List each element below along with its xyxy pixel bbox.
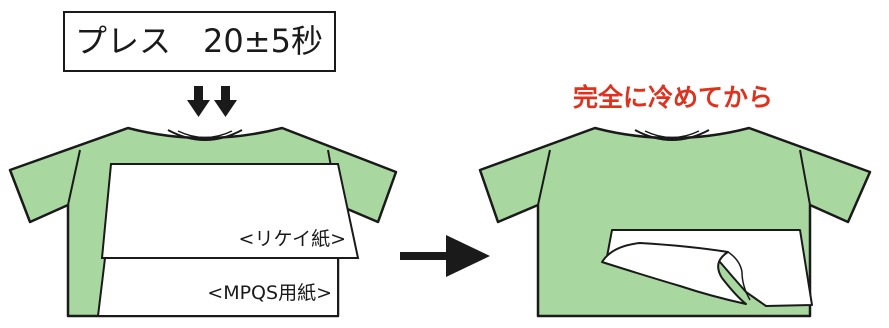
tshirt-right-body — [478, 126, 872, 318]
tshirt-right-collar — [634, 129, 710, 141]
peeled-corner — [601, 242, 747, 305]
press-box-label: プレス 20±5秒 — [75, 22, 323, 60]
tshirt-left-collar — [167, 129, 243, 141]
transfer-paper-label: <リケイ紙> — [239, 228, 346, 250]
mpqs-paper-label: <MPQS用紙> — [207, 282, 332, 304]
mpqs-paper-sheet: <MPQS用紙> — [96, 248, 339, 317]
tshirt-right — [478, 126, 872, 318]
press-box: プレス 20±5秒 — [63, 11, 336, 72]
peeling-paper — [601, 229, 813, 307]
double-down-arrow-icon — [187, 86, 237, 117]
right-arrow-icon — [400, 235, 490, 277]
cool-down-title: 完全に冷めてから — [573, 83, 773, 112]
transfer-paper-sheet: <リケイ紙> — [100, 163, 360, 259]
